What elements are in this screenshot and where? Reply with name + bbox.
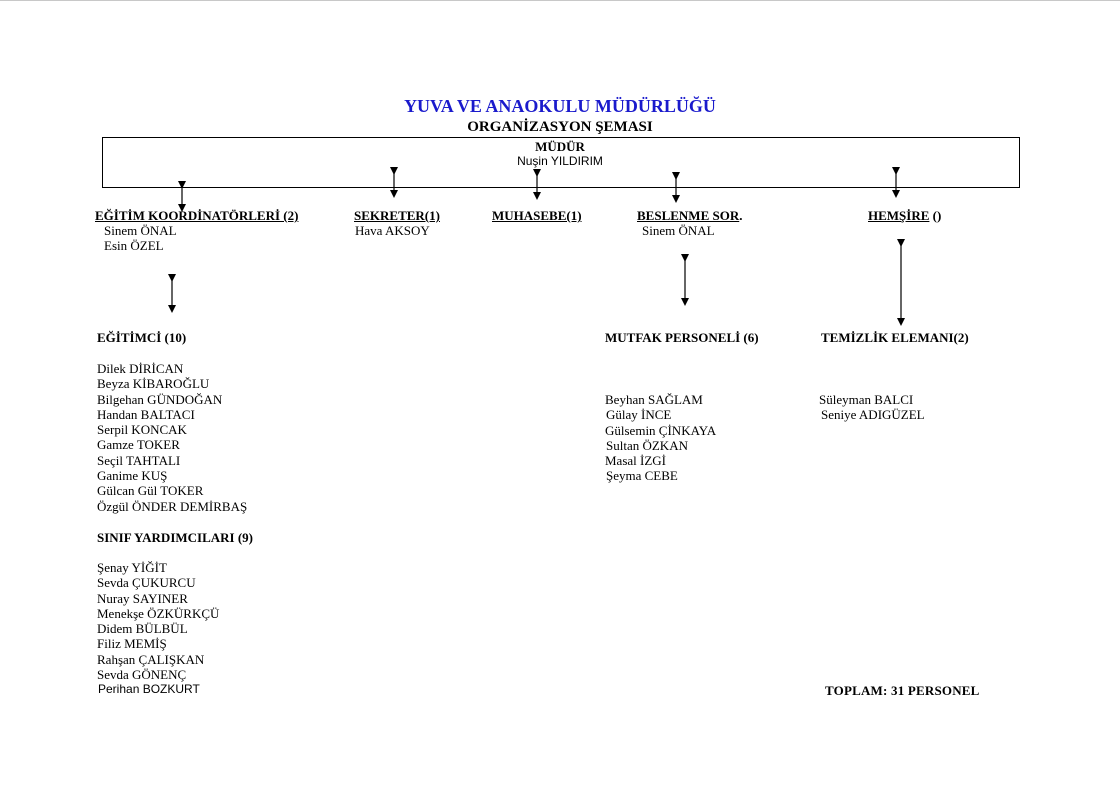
nutrition-label: BESLENME SOR <box>637 208 740 223</box>
list-item: Bilgehan GÜNDOĞAN <box>97 391 223 407</box>
coordinator-name-2: Esin ÖZEL <box>104 238 164 253</box>
list-item: Gülcan Gül TOKER <box>97 483 204 499</box>
list-item: Beyhan SAĞLAM <box>605 392 703 407</box>
list-item: Didem BÜLBÜL <box>97 621 188 637</box>
list-item: Sultan ÖZKAN <box>606 437 688 453</box>
list-item: Filiz MEMİŞ <box>97 636 167 652</box>
list-item: Menekşe ÖZKÜRKÇÜ <box>97 605 220 621</box>
list-item: Ganime KUŞ <box>97 468 168 484</box>
director-box <box>102 137 1020 188</box>
nurse-heading: HEMŞİRE () <box>868 208 941 223</box>
cleaning-heading: TEMİZLİK ELEMANI(2) <box>821 330 969 345</box>
teachers-list: Dilek DİRİCAN Beyza KİBAROĞLU Bilgehan G… <box>97 361 247 514</box>
list-item: Rahşan ÇALIŞKAN <box>97 651 205 667</box>
list-item: Gülay İNCE <box>606 407 672 423</box>
nurse-label: HEMŞİRE <box>868 208 930 223</box>
list-item: Gamze TOKER <box>97 437 180 453</box>
list-item: Sevda ÇUKURCU <box>97 575 196 591</box>
cleaning-list: Süleyman BALCI Seniye ADIGÜZEL <box>819 392 925 423</box>
coordinator-name-1: Sinem ÖNAL <box>104 223 177 238</box>
secretary-name: Hava AKSOY <box>355 223 430 238</box>
page-subtitle: ORGANİZASYON ŞEMASI <box>467 119 653 135</box>
list-item: Nuray SAYINER <box>97 590 188 606</box>
list-item: Beyza KİBAROĞLU <box>97 376 210 392</box>
kitchen-heading: MUTFAK PERSONELİ (6) <box>605 330 759 345</box>
nutrition-name: Sinem ÖNAL <box>642 223 715 238</box>
list-item: Perihan BOZKURT <box>98 682 200 697</box>
list-item: Şenay YİĞİT <box>97 560 167 575</box>
list-item: Sevda GÖNENÇ <box>97 667 187 683</box>
nurse-suffix: () <box>929 208 942 223</box>
list-item: Özgül ÖNDER DEMİRBAŞ <box>97 498 248 514</box>
accounting-heading: MUHASEBE(1) <box>492 208 582 223</box>
total-personnel: TOPLAM: 31 PERSONEL <box>825 683 980 698</box>
list-item: Şeyma CEBE <box>606 468 678 484</box>
assistants-list: Şenay YİĞİT Sevda ÇUKURCU Nuray SAYINER … <box>97 560 219 698</box>
list-item: Süleyman BALCI <box>819 392 914 407</box>
teachers-heading: EĞİTİMCİ (10) <box>97 330 187 345</box>
secretary-heading: SEKRETER(1) <box>354 208 440 223</box>
assistants-heading: SINIF YARDIMCILARI (9) <box>97 530 254 545</box>
list-item: Serpil KONCAK <box>97 422 187 438</box>
director-name: Nuşin YILDIRIM <box>517 154 603 168</box>
nutrition-heading: BESLENME SOR. <box>637 208 742 223</box>
page-title: YUVA VE ANAOKULU MÜDÜRLÜĞÜ <box>404 96 716 116</box>
list-item: Dilek DİRİCAN <box>97 361 184 376</box>
list-item: Seniye ADIGÜZEL <box>821 407 925 423</box>
kitchen-list: Beyhan SAĞLAM Gülay İNCE Gülsemin ÇİNKAY… <box>605 392 716 484</box>
list-item: Gülsemin ÇİNKAYA <box>605 422 717 438</box>
coordinators-heading: EĞİTİM KOORDİNATÖRLERİ (2) <box>95 208 299 223</box>
list-item: Handan BALTACI <box>97 406 195 422</box>
top-border-line <box>0 0 1120 1</box>
nutrition-suffix: . <box>739 208 743 223</box>
list-item: Masal İZGİ <box>605 453 667 469</box>
list-item: Seçil TAHTALI <box>97 452 181 468</box>
director-label: MÜDÜR <box>535 139 585 154</box>
